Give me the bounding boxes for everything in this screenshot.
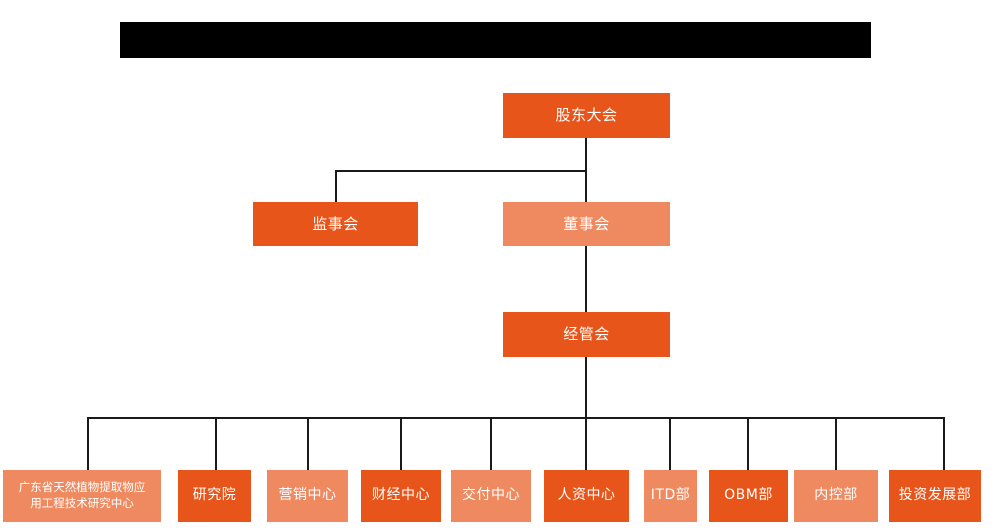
node-dept-investment-development[interactable]: 投资发展部: [889, 470, 981, 522]
node-dept-4-label: 财经中心: [372, 487, 430, 504]
connector-bus-level2: [336, 170, 586, 172]
node-dept-10-label: 投资发展部: [898, 487, 972, 504]
connector-drop-dept-10: [943, 417, 945, 470]
node-dept-5-label: 交付中心: [462, 487, 520, 504]
node-dept-2-label: 研究院: [192, 487, 237, 504]
node-dept-3-label: 营销中心: [278, 487, 337, 504]
connector-drop-dept-9: [835, 417, 837, 470]
node-dept-8-label: OBM部: [724, 487, 773, 504]
connector-management-to-department-bus: [585, 357, 587, 418]
node-dept-research-institute[interactable]: 研究院: [178, 470, 251, 522]
node-dept-marketing-center[interactable]: 营销中心: [267, 470, 348, 522]
connector-shareholders-to-bus: [585, 138, 587, 171]
node-dept-itd[interactable]: ITD部: [644, 470, 697, 522]
connector-drop-dept-4: [400, 417, 402, 470]
node-dept-1-line2: 用工程技术研究中心: [30, 496, 134, 510]
connector-department-bus: [88, 417, 945, 419]
node-management-committee[interactable]: 经管会: [503, 312, 670, 357]
node-dept-obm[interactable]: OBM部: [709, 470, 788, 522]
node-dept-1-label: 广东省天然植物提取物应 用工程技术研究中心: [19, 480, 146, 511]
connector-drop-dept-6: [585, 417, 587, 470]
connector-drop-dept-5: [490, 417, 492, 470]
connector-drop-dept-2: [215, 417, 217, 470]
node-management-committee-label: 经管会: [563, 325, 610, 344]
node-dept-7-label: ITD部: [650, 487, 691, 504]
node-dept-hr-center[interactable]: 人资中心: [544, 470, 629, 522]
node-dept-finance-center[interactable]: 财经中心: [361, 470, 441, 522]
node-dept-6-label: 人资中心: [557, 487, 616, 504]
connector-drop-dept-3: [307, 417, 309, 470]
title-banner: [120, 22, 871, 58]
node-dept-1-line1: 广东省天然植物提取物应: [18, 480, 146, 495]
title-banner-text: [120, 22, 871, 58]
node-dept-9-label: 内控部: [814, 487, 858, 504]
node-shareholders-meeting[interactable]: 股东大会: [503, 93, 670, 138]
node-dept-internal-control[interactable]: 内控部: [794, 470, 878, 522]
node-dept-gd-plant-extract-research-center[interactable]: 广东省天然植物提取物应 用工程技术研究中心: [3, 470, 161, 522]
connector-drop-dept-8: [747, 417, 749, 470]
connector-bus-to-directors: [585, 170, 587, 202]
connector-drop-dept-1: [87, 417, 89, 470]
connector-directors-to-management: [585, 246, 587, 312]
node-board-of-supervisors[interactable]: 监事会: [253, 202, 418, 246]
node-board-of-directors-label: 董事会: [563, 214, 610, 233]
node-board-of-supervisors-label: 监事会: [312, 214, 359, 233]
connector-bus-to-supervisors: [335, 170, 337, 202]
node-shareholders-meeting-label: 股东大会: [555, 106, 618, 125]
connector-drop-dept-7: [669, 417, 671, 470]
node-dept-delivery-center[interactable]: 交付中心: [451, 470, 531, 522]
node-board-of-directors[interactable]: 董事会: [503, 202, 670, 246]
